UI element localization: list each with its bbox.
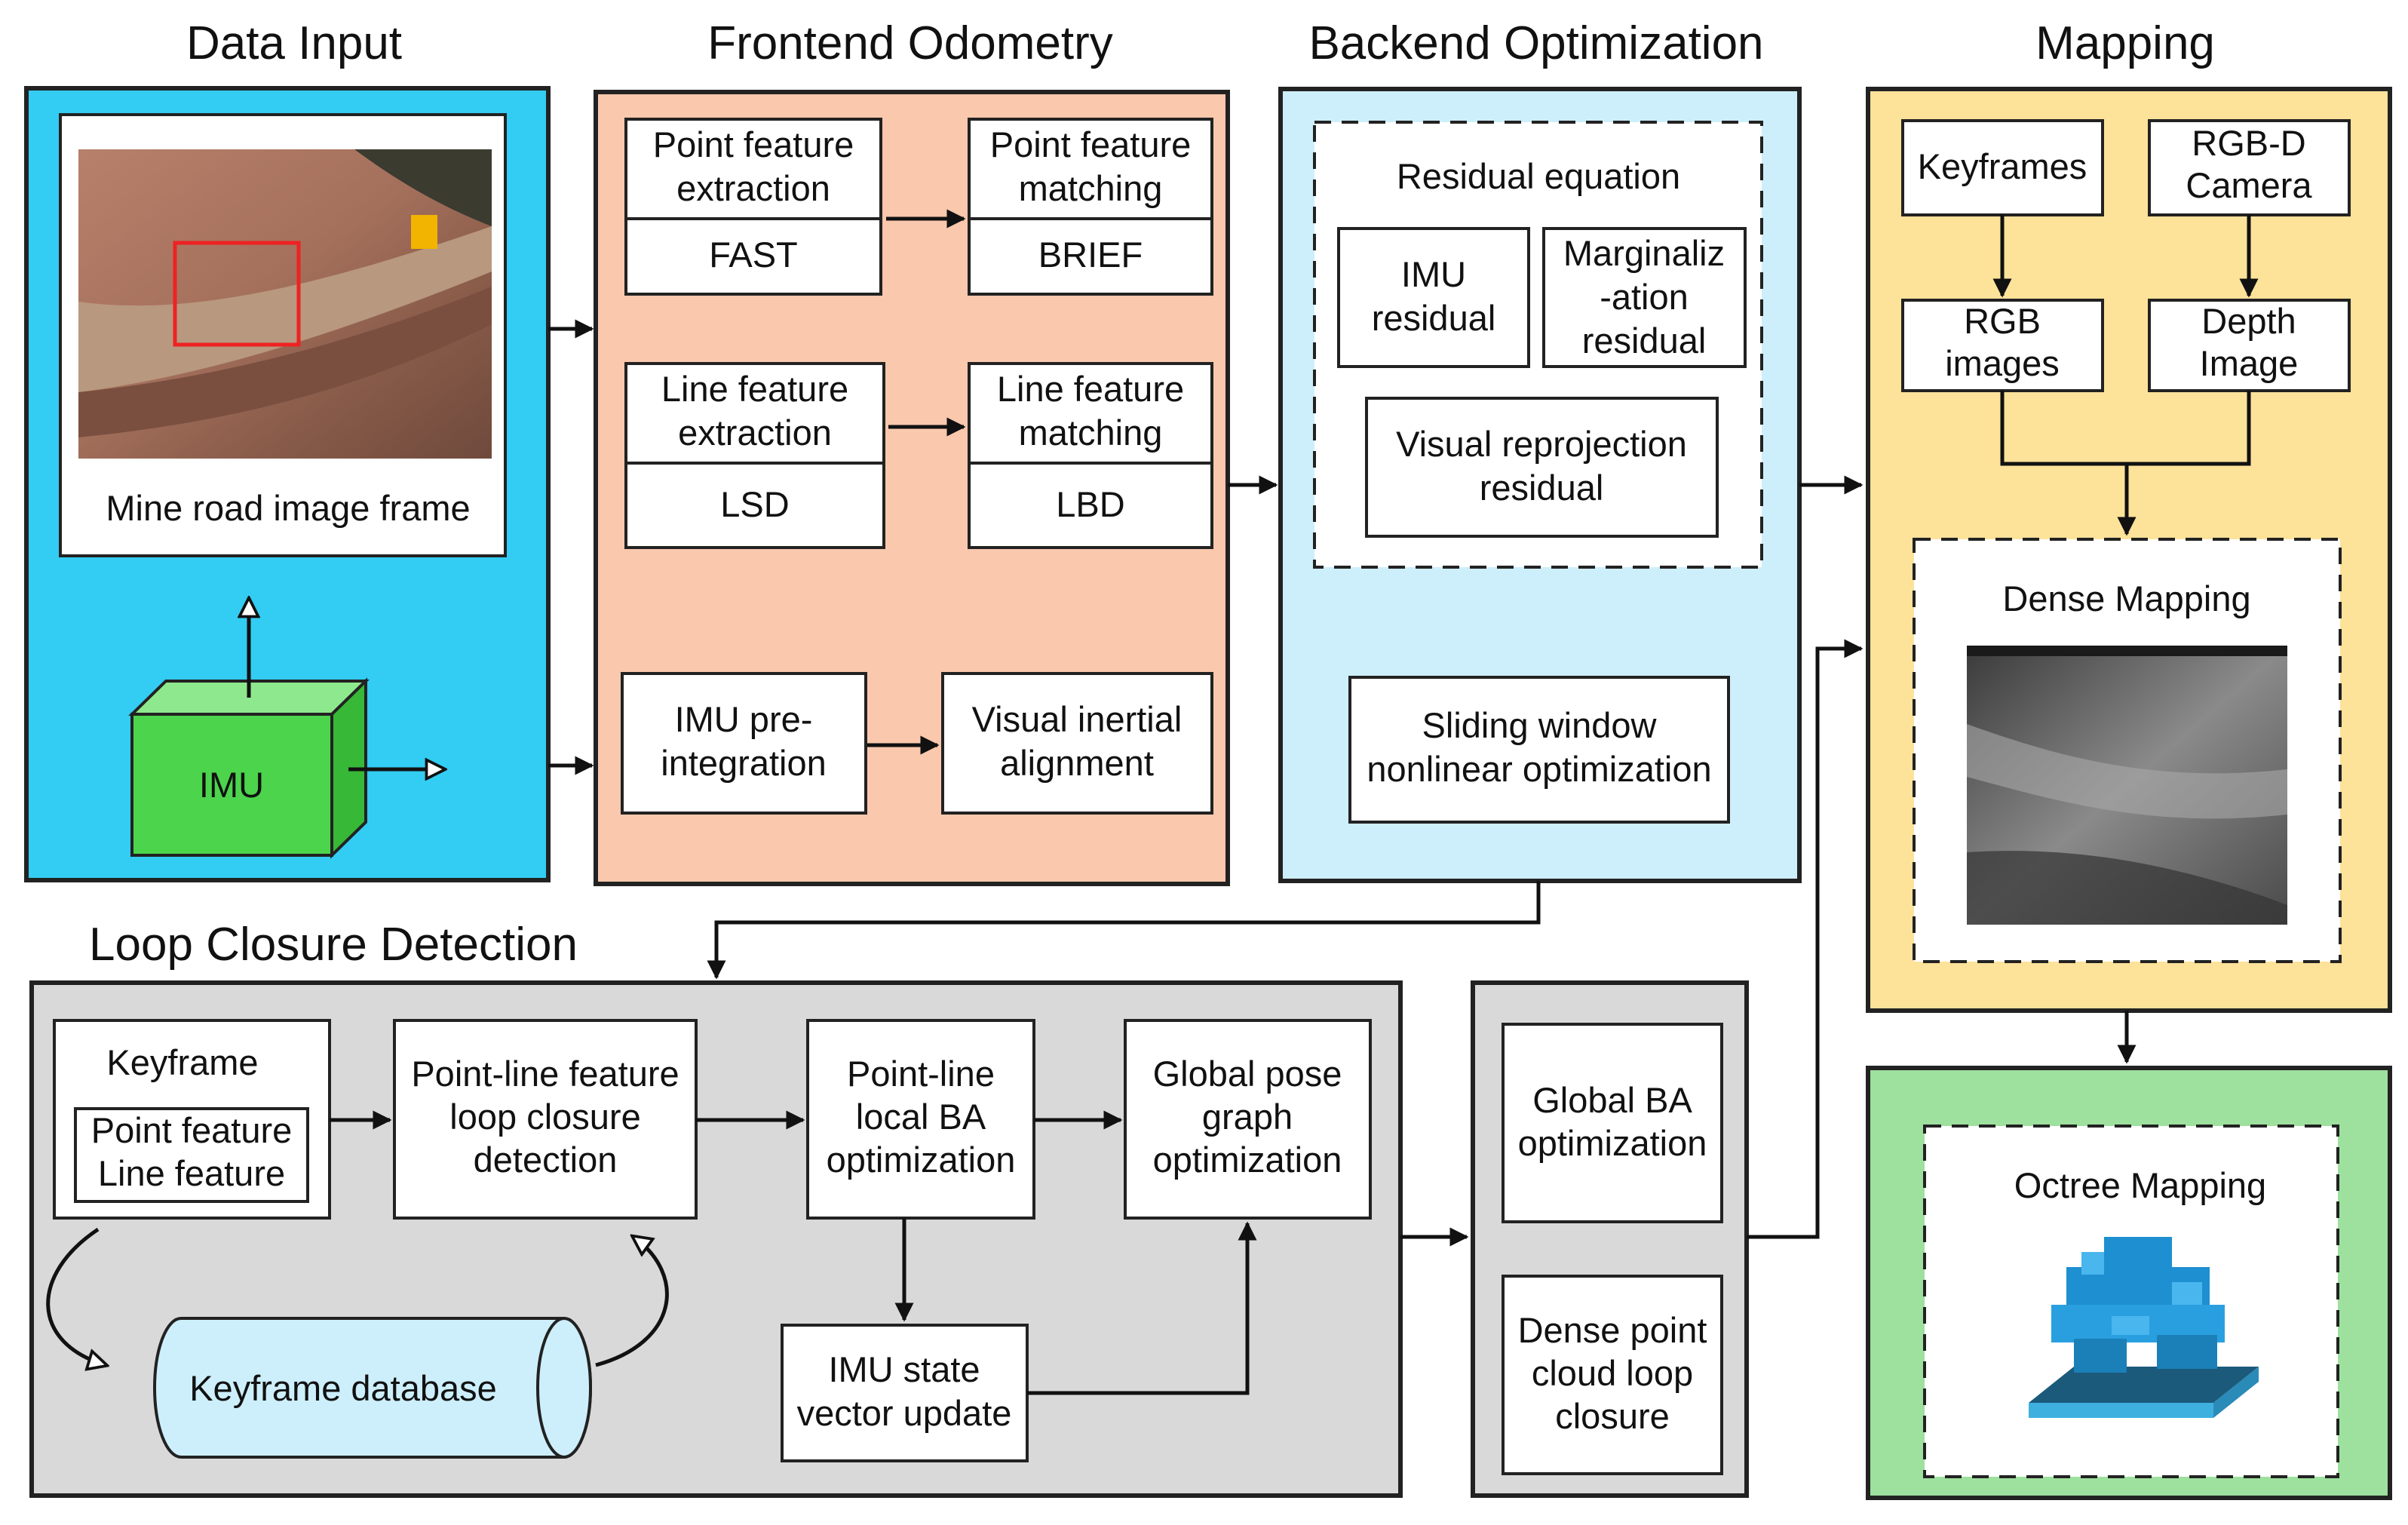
dense-loop-line2: cloud loop xyxy=(1532,1353,1693,1393)
keyframes-label: Keyframes xyxy=(1918,146,2087,186)
imu-residual-line1: IMU xyxy=(1401,254,1466,294)
rgbd-camera-box xyxy=(2148,119,2351,216)
global-ba-box xyxy=(1502,1023,1723,1223)
imu-state-update-box xyxy=(781,1324,1029,1462)
visual-inertial-box xyxy=(941,672,1213,815)
line-feature-label: Line feature xyxy=(98,1153,285,1193)
brief-label: BRIEF xyxy=(1038,235,1143,275)
visual-reprojection-line2: residual xyxy=(1480,468,1604,508)
residual-equation-label: Residual equation xyxy=(1397,156,1680,196)
line-extraction-line1: Line feature xyxy=(661,369,848,409)
octree-map-image xyxy=(2029,1237,2259,1418)
line-matching-line1: Line feature xyxy=(997,369,1184,409)
backend-optimization-title: Backend Optimization xyxy=(1308,17,1763,69)
fast-label: FAST xyxy=(709,235,798,275)
line-feature-extraction-box xyxy=(624,362,885,549)
loop-closure-title: Loop Closure Detection xyxy=(89,919,578,971)
lsd-label: LSD xyxy=(720,484,789,524)
pl-loop-line3: detection xyxy=(474,1140,618,1180)
point-extraction-line2: extraction xyxy=(676,168,830,208)
pl-loop-line1: Point-line feature xyxy=(411,1054,679,1094)
arrow-database-to-loop xyxy=(595,1237,669,1367)
pl-local-ba-line1: Point-line xyxy=(847,1054,995,1094)
keyframe-label: Keyframe xyxy=(106,1042,258,1082)
depth-image-line1: Depth xyxy=(2201,301,2296,341)
arrow-imu-state-to-global-pose xyxy=(1027,1221,1257,1395)
arrow-global-to-mapping xyxy=(1747,639,1864,1239)
marginalization-residual-box xyxy=(1542,227,1747,368)
point-matching-line2: matching xyxy=(1019,168,1163,208)
arrow-backend-to-loop xyxy=(707,881,1541,980)
lbd-label: LBD xyxy=(1056,484,1124,524)
imu-state-line1: IMU state xyxy=(828,1349,980,1389)
dense-loop-line3: closure xyxy=(1555,1396,1670,1436)
rgb-images-line2: images xyxy=(1945,343,2060,383)
dense-map-image xyxy=(1967,646,2287,925)
frontend-odometry-title: Frontend Odometry xyxy=(707,17,1113,69)
arrow-keyframe-to-database xyxy=(46,1227,106,1365)
marginalization-line2: -ation xyxy=(1600,277,1689,317)
data-input-title: Data Input xyxy=(186,17,402,69)
imu-label: IMU xyxy=(199,765,264,805)
marginalization-line3: residual xyxy=(1582,321,1707,361)
depth-image-line2: Image xyxy=(2200,343,2299,383)
rgb-images-box xyxy=(1901,299,2104,392)
pl-loop-line2: loop closure xyxy=(449,1097,640,1137)
keyframes-box xyxy=(1901,119,2104,216)
point-feature-label: Point feature xyxy=(91,1110,293,1150)
marginalization-line1: Marginaliz xyxy=(1563,233,1725,273)
mine-road-image xyxy=(78,149,492,459)
visual-inertial-line2: alignment xyxy=(1000,743,1154,783)
point-matching-line1: Point feature xyxy=(990,124,1192,164)
rgb-images-line1: RGB xyxy=(1964,301,2041,341)
line-feature-matching-box xyxy=(968,362,1213,549)
point-feature-extraction-box xyxy=(624,118,882,296)
global-pose-line1: Global pose xyxy=(1153,1054,1342,1094)
imu-preintegration-line2: integration xyxy=(661,743,827,783)
imu-state-line2: vector update xyxy=(797,1393,1012,1433)
sliding-window-line1: Sliding window xyxy=(1422,705,1658,745)
image-caption: Mine road image frame xyxy=(106,488,470,528)
visual-inertial-line1: Visual inertial xyxy=(972,699,1183,739)
dense-loop-line1: Dense point xyxy=(1518,1310,1707,1350)
visual-reprojection-box xyxy=(1365,397,1719,538)
global-ba-line2: optimization xyxy=(1518,1123,1707,1163)
imu-preintegration-line1: IMU pre- xyxy=(675,699,813,739)
global-pose-line3: optimization xyxy=(1153,1140,1342,1180)
global-ba-line1: Global BA xyxy=(1532,1080,1692,1120)
pl-local-ba-line2: local BA xyxy=(856,1097,986,1137)
point-feature-matching-box xyxy=(968,118,1213,296)
dense-mapping-label: Dense Mapping xyxy=(2002,578,2250,618)
feature-subbox xyxy=(74,1107,309,1203)
imu-residual-box xyxy=(1337,227,1530,368)
sliding-window-box xyxy=(1348,676,1730,824)
mapping-title: Mapping xyxy=(2035,17,2215,69)
depth-image-box xyxy=(2148,299,2351,392)
global-pose-graph-box xyxy=(1124,1019,1372,1220)
keyframe-database-label: Keyframe database xyxy=(189,1368,497,1408)
imu-residual-line2: residual xyxy=(1372,298,1496,338)
dense-loop-closure-box xyxy=(1502,1275,1723,1475)
pl-local-ba-line3: optimization xyxy=(827,1140,1016,1180)
visual-reprojection-line1: Visual reprojection xyxy=(1396,424,1687,464)
global-pose-line2: graph xyxy=(1202,1097,1293,1137)
point-extraction-line1: Point feature xyxy=(653,124,854,164)
point-line-loop-box xyxy=(393,1019,698,1220)
octree-mapping-label: Octree Mapping xyxy=(2014,1165,2266,1205)
sliding-window-line2: nonlinear optimization xyxy=(1367,749,1711,789)
rgbd-camera-line2: Camera xyxy=(2186,165,2312,205)
keyframe-database-cylinder xyxy=(153,1317,592,1459)
line-extraction-line2: extraction xyxy=(678,413,832,453)
imu-preintegration-box xyxy=(621,672,867,815)
line-matching-line2: matching xyxy=(1019,413,1163,453)
rgbd-camera-line1: RGB-D xyxy=(2192,123,2305,163)
